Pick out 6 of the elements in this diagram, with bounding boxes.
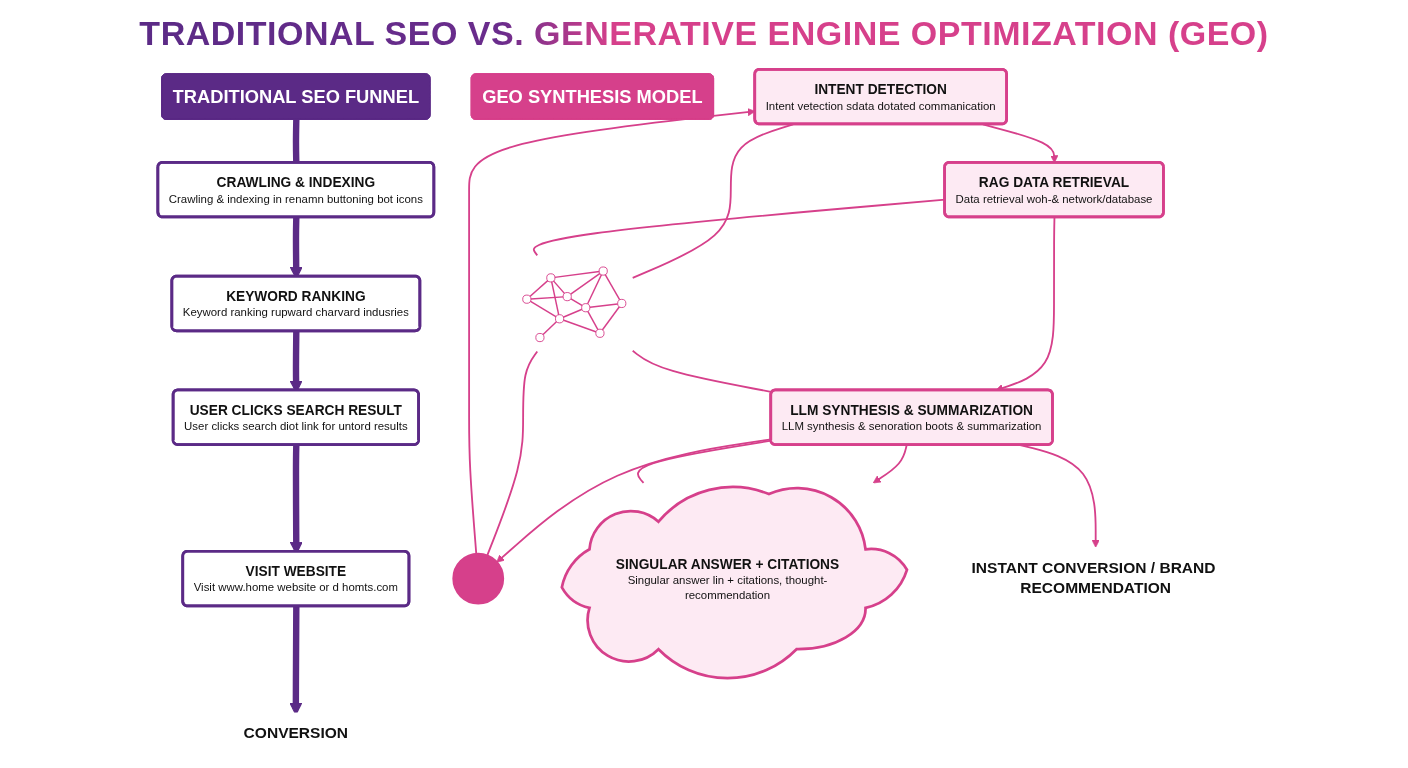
node-circle [452,552,505,605]
connector [486,350,539,557]
arrow [872,444,908,484]
node-text: INSTANT CONVERSION / BRAND RECOMMENDATION [971,559,1216,597]
connector [292,119,300,163]
node-text: CONVERSION [243,724,349,742]
